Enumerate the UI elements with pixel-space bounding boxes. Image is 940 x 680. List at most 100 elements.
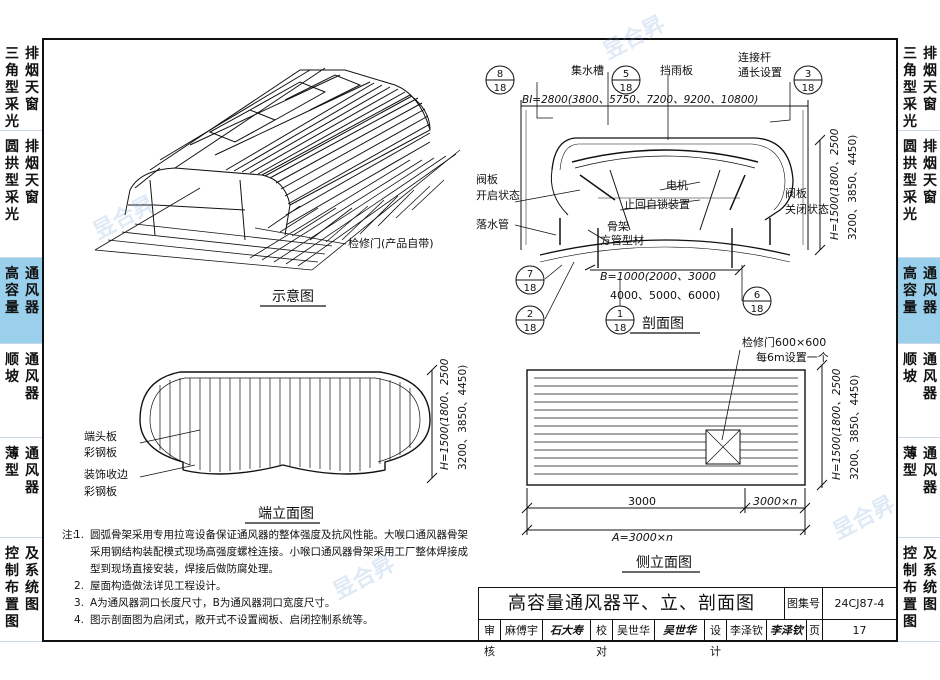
hatch-spacing-label: 每6m设置一个 [756,350,829,364]
damper-closed-label-2: 关闭状态 [785,202,829,216]
hatch-label: 检修门600×600 [742,335,826,349]
tab-slope-ventilator[interactable]: 通风器 顺坡 [898,344,940,438]
end-elevation-labels: 端头板 彩钢板 装饰收边 彩钢板 端立面图 H=1500(1800、2500 3… [84,358,469,522]
vault-body [124,67,431,241]
svg-text:5: 5 [623,69,629,80]
tab-triangular-smoke-vent[interactable]: 排烟天窗 三角型采光 [0,38,42,131]
ref-circle-2-18[interactable] [515,305,545,335]
end-plate-label: 端头板 [84,429,117,443]
svg-text:18: 18 [620,83,633,94]
checker-name: 吴世华 [613,620,655,641]
frame-label: 骨架 [607,220,629,233]
tie-rod-label: 连接杆 [738,50,771,64]
ref-circle-3-18[interactable] [793,65,823,95]
check-label: 校对 [591,620,613,658]
tab-label-main: 排烟天窗 [25,46,39,113]
note-text: 图示剖面图为启闭式，敞开式不设置阀板、启闭控制系统等。 [90,614,374,626]
svg-text:3: 3 [805,69,811,80]
bi-dimension: BI=2800(3800、5750、7200、9200、10800) [522,94,758,106]
h-dimension-2: 3200、3850、4450) [457,365,469,470]
tab-label-main: 排烟天窗 [923,139,937,206]
note-number: 4. [74,614,85,626]
note-item: 1. 圆弧骨架采用专用拉弯设备保证通风器的整体强度及抗风性能。大喉口通风器骨架采… [74,527,474,578]
gutter-label: 集水槽 [571,63,604,77]
reviewer-name: 麻傅宇 [501,620,543,641]
svg-text:8: 8 [497,69,503,80]
section-caption: 剖面图 [642,316,684,332]
section-ref-texts: 818 518 318 718 218 118 618 [494,69,815,334]
tab-label-sub: 顺坡 [5,352,19,385]
dim-3000xn: 3000×n [753,495,797,508]
end-plate-material: 彩钢板 [84,445,117,459]
note-item: 4. 图示剖面图为启闭式，敞开式不设置阀板、启闭控制系统等。 [74,612,474,629]
end-elevation-caption: 端立面图 [258,506,314,522]
tab-label-main: 及系统图 [25,546,39,613]
tab-label-main: 通风器 [923,352,937,402]
tab-control-layout[interactable]: 及系统图 控制布置图 [0,538,42,642]
side-elevation-caption: 侧立面图 [636,555,692,571]
tab-label-sub: 三角型采光 [903,46,917,130]
trim-label: 装饰收边 [84,467,128,481]
door-label: 检修门(产品自带) [348,236,434,250]
rain-plate-label: 挡雨板 [660,63,693,77]
svg-text:18: 18 [614,323,627,334]
downpipe-label: 落水管 [476,217,509,231]
frame-label-2: 方管型材 [600,233,644,247]
note-number: 3. [74,597,85,609]
note-item: 3. A为通风器洞口长度尺寸，B为通风器洞口宽度尺寸。 [74,595,474,612]
ref-circle-8-18[interactable] [485,65,515,95]
door-leader-line [254,227,347,245]
tab-thin-ventilator[interactable]: 通风器 薄型 [898,438,940,538]
side-elevation-ribs [534,377,798,475]
svg-text:18: 18 [494,83,507,94]
tab-label-sub: 控制布置图 [5,546,19,630]
svg-text:6: 6 [754,290,760,301]
tab-label-sub: 圆拱型采光 [5,139,19,223]
tab-slope-ventilator[interactable]: 通风器 顺坡 [0,344,42,438]
tab-label-main: 通风器 [25,266,39,316]
drawing-title: 高容量通风器平、立、剖面图 [479,588,785,620]
ref-circle-1-18[interactable] [605,305,635,335]
svg-text:18: 18 [524,323,537,334]
h-dimension-2: 3200、3850、4450) [849,375,861,480]
dim-3000: 3000 [628,495,656,508]
tab-label-main: 排烟天窗 [25,139,39,206]
ref-circle-5-18[interactable] [611,65,641,95]
notes-section: 注: 1. 圆弧骨架采用专用拉弯设备保证通风器的整体强度及抗风性能。大喉口通风器… [62,527,474,629]
section-refs [485,65,823,335]
tab-label-sub: 控制布置图 [903,546,917,630]
tab-label-main: 及系统图 [923,546,937,613]
tab-arched-smoke-vent[interactable]: 排烟天窗 圆拱型采光 [0,131,42,258]
svg-text:18: 18 [802,83,815,94]
note-item: 2. 屋面构造做法详见工程设计。 [74,578,474,595]
tab-high-capacity-ventilator[interactable]: 通风器 高容量 [0,258,42,344]
trim-material: 彩钢板 [84,484,117,498]
tab-label-main: 通风器 [923,266,937,316]
b-dimension-2: 4000、5000、6000) [610,289,720,302]
tab-triangular-smoke-vent[interactable]: 排烟天窗 三角型采光 [898,38,940,131]
designer-name: 李泽钦 [727,620,767,641]
section-labels: 集水槽 挡雨板 连接杆 通长设置 BI=2800(3800、5750、7200、… [476,50,859,332]
review-label: 审核 [479,620,501,658]
tie-rod-label-2: 通长设置 [738,66,782,79]
tab-high-capacity-ventilator[interactable]: 通风器 高容量 [898,258,940,344]
side-elevation-view [521,349,828,536]
ref-circle-6-18[interactable] [742,286,772,316]
end-elevation-ribs [159,378,411,472]
svg-text:2: 2 [527,309,533,320]
ref-circle-7-18[interactable] [515,265,545,295]
tab-label-sub: 薄型 [903,446,917,479]
design-label: 设计 [705,620,727,658]
tab-arched-smoke-vent[interactable]: 排烟天窗 圆拱型采光 [898,131,940,258]
end-elevation-view [139,364,438,484]
tab-thin-ventilator[interactable]: 通风器 薄型 [0,438,42,538]
page-label: 页 [807,620,823,641]
section-view [514,72,826,321]
tab-label-main: 排烟天窗 [923,46,937,113]
note-text: A为通风器洞口长度尺寸，B为通风器洞口宽度尺寸。 [90,597,336,609]
h-dimension: H=1500(1800、2500 [831,368,843,480]
tab-label-main: 通风器 [923,446,937,496]
tab-control-layout[interactable]: 及系统图 控制布置图 [898,538,940,642]
note-text: 屋面构造做法详见工程设计。 [90,580,227,592]
